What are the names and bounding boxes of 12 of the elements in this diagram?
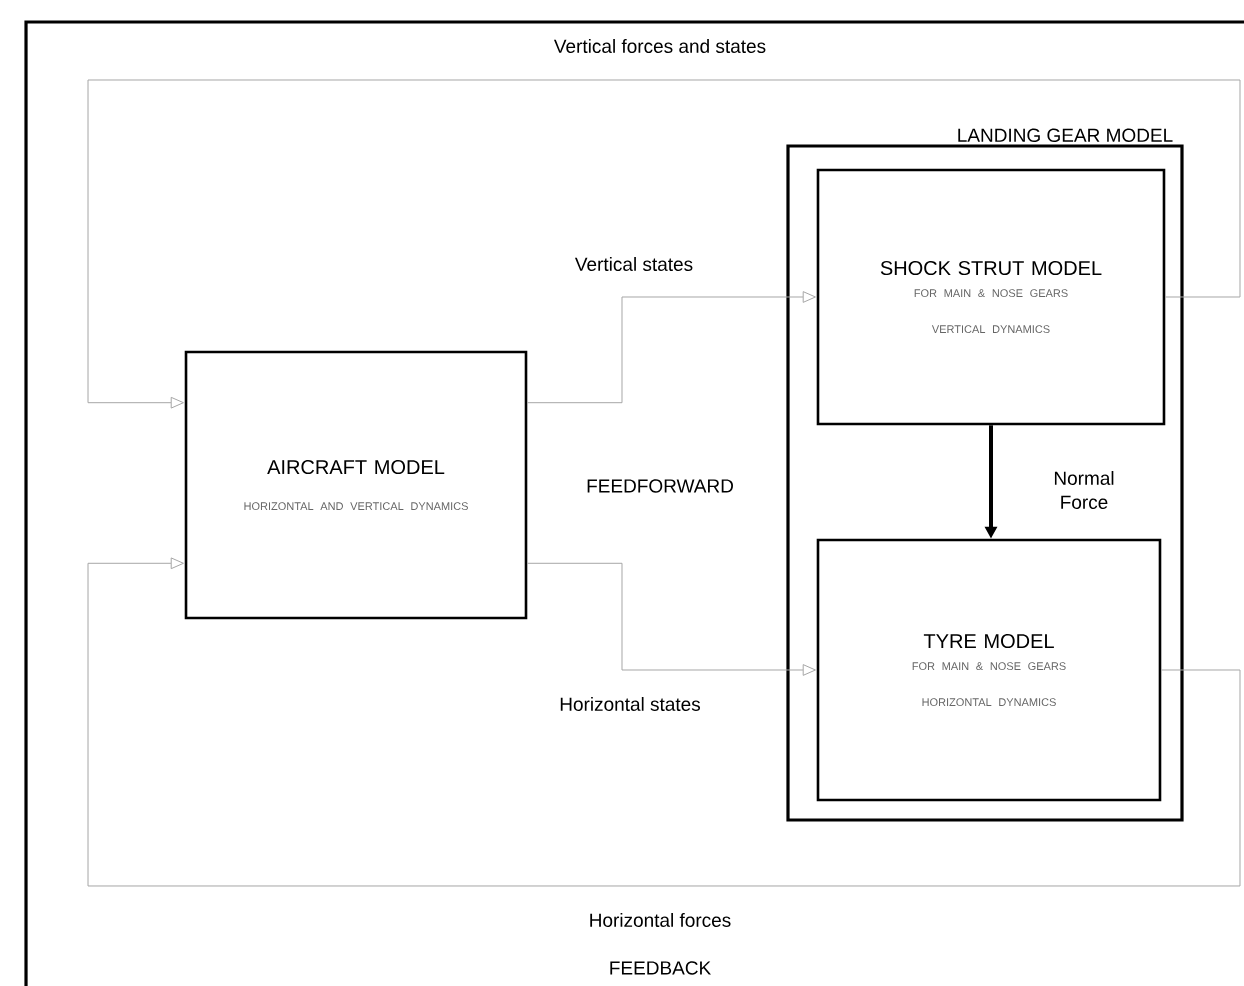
section-label: FEEDBACK [610, 961, 711, 975]
arrow [526, 291, 816, 404]
edge-label: Horizontal states [560, 697, 701, 711]
arrow [87, 79, 1241, 409]
edge-label: Vertical forces and states [553, 39, 766, 53]
edge-label: Vertical states [574, 257, 693, 271]
arrow [526, 562, 816, 676]
edge-label: Normal Force [1054, 471, 1114, 509]
node-label: LANDING GEAR MODEL [958, 128, 1173, 142]
arrow [87, 557, 1241, 887]
edge-label: Horizontal forces [590, 913, 731, 927]
section-label: FEEDFORWARD [587, 479, 733, 493]
